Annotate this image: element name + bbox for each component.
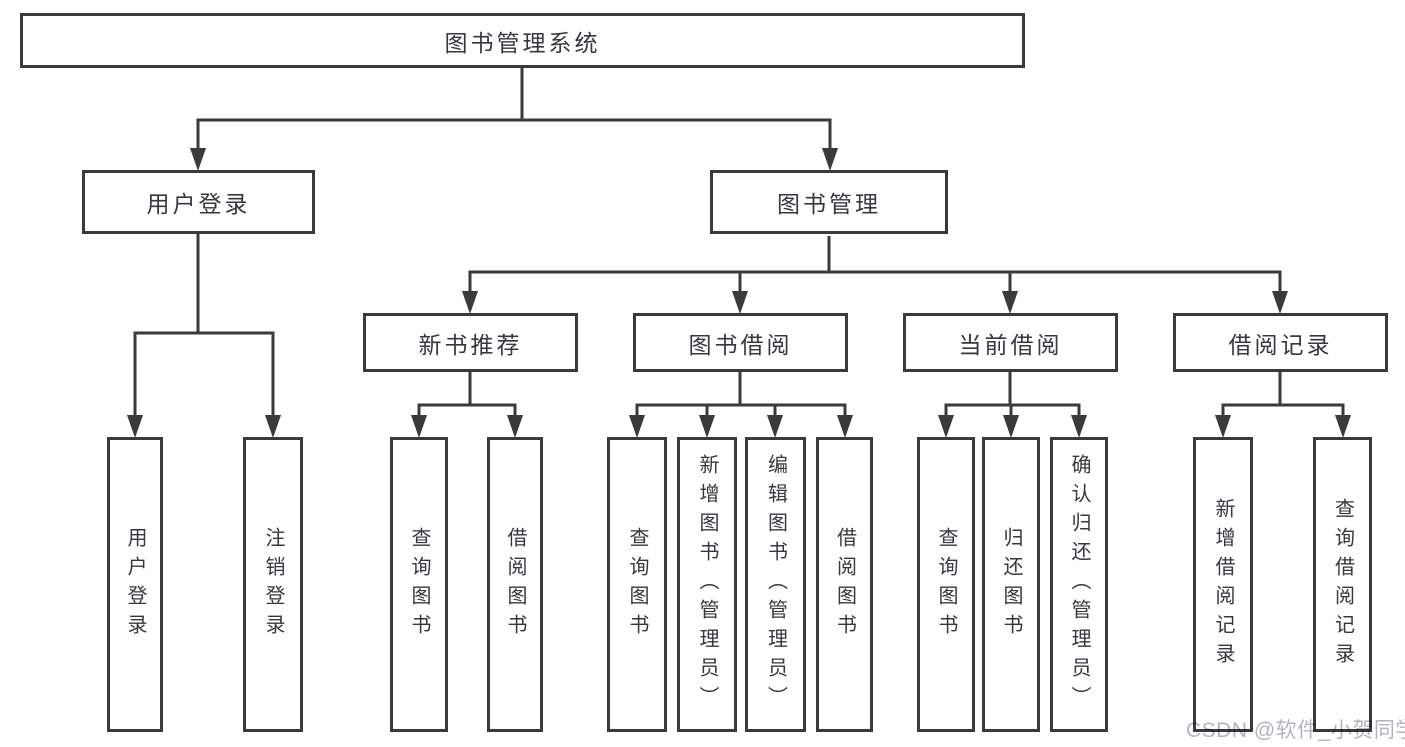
node-current-return-books-label: 归还图书 <box>1000 526 1022 643</box>
node-recommend-query-books: 查询图书 <box>390 437 448 732</box>
arrowhead-icon <box>411 415 427 438</box>
node-book-management: 图书管理 <box>710 170 948 234</box>
node-recommend-query-books-label: 查询图书 <box>408 526 430 643</box>
node-records-add-record-label: 新增借阅记录 <box>1212 497 1234 672</box>
node-book-management-label: 图书管理 <box>777 191 881 217</box>
node-records-add-record: 新增借阅记录 <box>1193 437 1253 732</box>
node-borrow-query-books-label: 查询图书 <box>626 526 648 643</box>
node-user-login: 用户登录 <box>82 170 315 234</box>
arrowhead-icon <box>127 415 143 438</box>
node-borrow-query-books: 查询图书 <box>607 437 667 732</box>
node-user-login-label: 用户登录 <box>146 191 251 217</box>
arrowhead-icon <box>938 415 954 438</box>
arrowhead-icon <box>265 415 281 438</box>
arrowhead-icon <box>822 148 838 171</box>
node-logout-leaf: 注销登录 <box>243 437 303 732</box>
node-current-borrow-label: 当前借阅 <box>958 331 1063 358</box>
node-book-borrow-label: 图书借阅 <box>688 331 793 358</box>
node-new-book-recommend: 新书推荐 <box>363 313 578 372</box>
arrowhead-icon <box>507 415 523 438</box>
node-current-query-books: 查询图书 <box>917 437 975 732</box>
node-current-borrow: 当前借阅 <box>903 313 1118 372</box>
arrowhead-icon <box>1215 415 1231 438</box>
arrowhead-icon <box>1335 415 1351 438</box>
arrowhead-icon <box>732 291 748 314</box>
node-recommend-borrow-books: 借阅图书 <box>487 437 543 732</box>
arrowhead-icon <box>1272 291 1288 314</box>
arrowhead-icon <box>767 415 783 438</box>
node-root-label: 图书管理系统 <box>444 29 601 56</box>
node-current-confirm-return-admin: 确认归还（管理员） <box>1050 437 1108 732</box>
node-current-return-books: 归还图书 <box>982 437 1040 732</box>
node-recommend-borrow-books-label: 借阅图书 <box>504 526 526 643</box>
node-borrow-edit-books-admin: 编辑图书（管理员） <box>745 437 806 732</box>
node-borrow-edit-books-admin-label: 编辑图书（管理员） <box>764 454 787 715</box>
node-borrow-borrow-books: 借阅图书 <box>816 437 873 732</box>
arrowhead-icon <box>1003 415 1019 438</box>
node-current-query-books-label: 查询图书 <box>935 526 957 643</box>
arrowhead-icon <box>1002 291 1018 314</box>
watermark: CSDN @软件_小贺同学 <box>1186 719 1405 742</box>
node-borrow-records-label: 借阅记录 <box>1228 331 1333 358</box>
node-borrow-records: 借阅记录 <box>1173 313 1388 372</box>
node-book-borrow: 图书借阅 <box>633 313 848 372</box>
node-current-confirm-return-admin-label: 确认归还（管理员） <box>1068 454 1090 715</box>
node-logout-leaf-label: 注销登录 <box>262 526 284 643</box>
arrowhead-icon <box>699 415 715 438</box>
node-borrow-borrow-books-label: 借阅图书 <box>833 526 856 643</box>
node-records-query-record-label: 查询借阅记录 <box>1331 497 1354 672</box>
arrowhead-icon <box>837 415 853 438</box>
node-root: 图书管理系统 <box>20 13 1025 68</box>
node-user-login-leaf: 用户登录 <box>107 437 163 732</box>
node-new-book-recommend-label: 新书推荐 <box>418 331 523 358</box>
arrowhead-icon <box>190 148 206 171</box>
node-borrow-add-books-admin: 新增图书（管理员） <box>677 437 737 732</box>
node-user-login-leaf-label: 用户登录 <box>124 526 146 643</box>
arrowhead-icon <box>629 415 645 438</box>
arrowhead-icon <box>462 291 478 314</box>
node-records-query-record: 查询借阅记录 <box>1313 437 1372 732</box>
node-borrow-add-books-admin-label: 新增图书（管理员） <box>696 454 718 715</box>
arrowhead-icon <box>1071 415 1087 438</box>
